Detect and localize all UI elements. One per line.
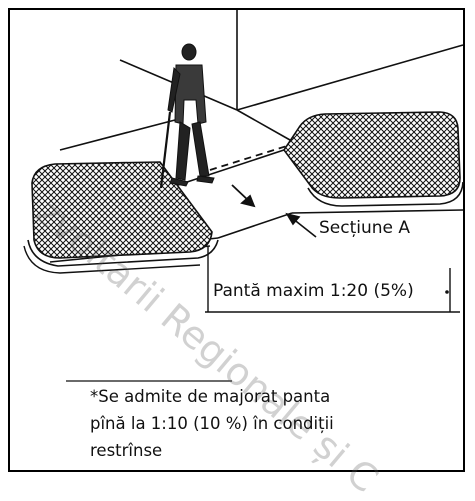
pedestrian-figure [159,43,215,189]
section-a-label: Secțiune A [319,218,411,238]
right-tactile-pad [283,111,464,207]
curb-ramp-drawing [23,10,464,382]
crossing-dashed-line [209,144,291,171]
ramp-direction-arrow-icon [231,184,256,208]
footnote-line-2: pînă la 1:10 (10 %) în condiții [90,414,334,433]
footnote-line-1: *Se admite de majorat panta [90,387,331,406]
section-leader-arrow-icon [285,212,317,238]
footnote-line-3: restrînse [90,441,163,460]
slope-reference-lines [205,246,460,313]
slope-marker-dot [445,290,449,294]
footnote: *Se admite de majorat panta pînă la 1:10… [90,383,390,464]
left-tactile-pad [23,161,219,274]
max-slope-label: Pantă maxim 1:20 (5%) [213,281,414,301]
